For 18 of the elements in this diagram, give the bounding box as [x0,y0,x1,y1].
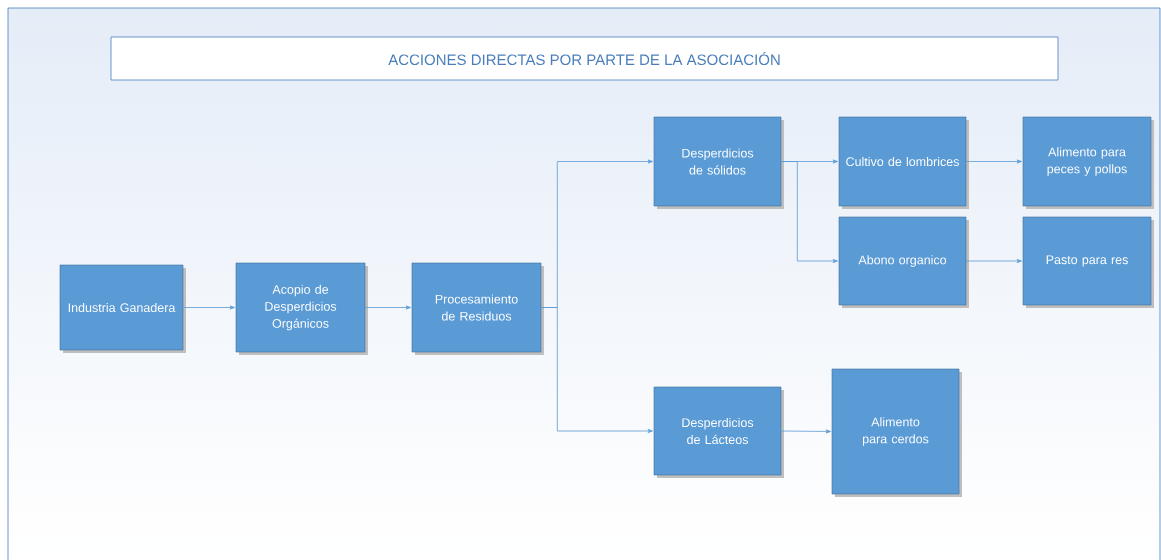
process-box: Industria Ganadera [59,264,184,351]
arrow [965,159,1022,164]
process-box: Abono organico [838,216,967,306]
title-box: ACCIONES DIRECTAS POR PARTE DE LA ASOCIACIÓN [110,36,1059,81]
process-box: Desperdicios de sólidos [653,116,782,207]
process-box: Desperdicios de Lácteos [653,386,782,476]
arrow [182,305,235,310]
arrow [364,305,411,310]
process-box: Alimento para cerdos [831,368,960,495]
arrow [780,429,831,434]
process-box: Procesamiento de Residuos [411,262,542,353]
arrow [965,259,1022,263]
process-box: Pasto para res [1022,216,1152,306]
arrow [540,307,653,433]
process-box: Alimento para peces y pollos [1022,116,1152,207]
process-box: Cultivo de lombrices [838,116,967,207]
arrow [780,161,838,263]
process-box: Acopio de Desperdicios Orgánicos [235,262,366,353]
